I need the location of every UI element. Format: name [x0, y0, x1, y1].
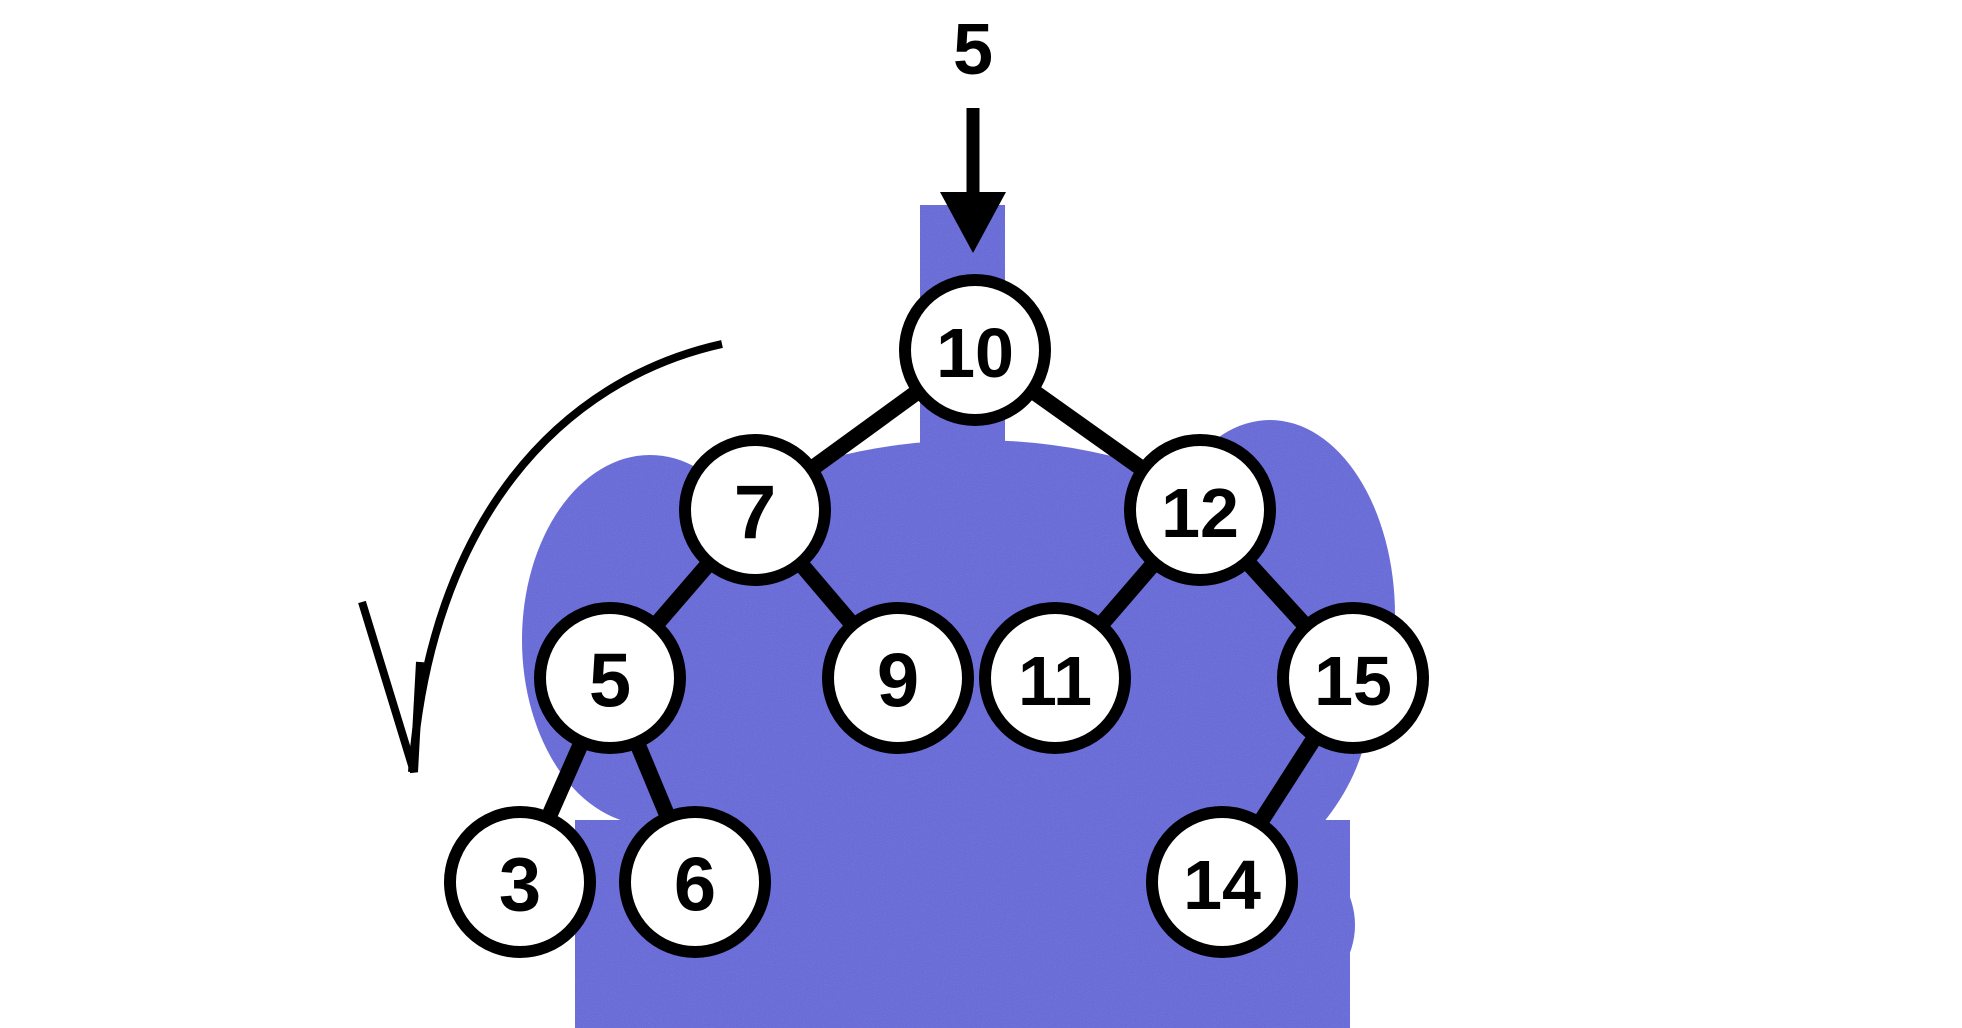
tree-node-label: 3 — [499, 843, 541, 928]
tree-node-label: 6 — [674, 843, 716, 928]
tree-node-circle — [822, 602, 974, 754]
input-value-label: 5 — [953, 10, 993, 90]
tree-nodes: 10 7 12 5 9 11 15 3 6 14 — [444, 274, 1429, 958]
tree-node-circle — [979, 602, 1131, 754]
tree-node-5: 5 — [534, 602, 686, 754]
tree-node-label: 5 — [589, 639, 631, 724]
tree-node-10: 10 — [899, 274, 1051, 426]
insert-arrow: 5 — [940, 10, 1006, 253]
tree-node-circle — [619, 806, 771, 958]
tree-node-circle — [444, 806, 596, 958]
tree-node-label: 12 — [1161, 474, 1239, 552]
tree-node-label: 7 — [734, 471, 776, 556]
tree-node-circle — [534, 602, 686, 754]
tree-node-circle — [679, 434, 831, 586]
tree-node-9: 9 — [822, 602, 974, 754]
tree-node-11: 11 — [979, 602, 1131, 754]
tree-node-14: 14 — [1146, 806, 1298, 958]
tree-node-circle — [899, 274, 1051, 426]
tree-node-3: 3 — [444, 806, 596, 958]
tree-node-label: 15 — [1314, 642, 1392, 720]
tree-node-label: 9 — [877, 639, 919, 724]
tree-node-circle — [1146, 806, 1298, 958]
down-arrow-icon — [940, 192, 1006, 253]
rotation-arrow-icon — [358, 340, 723, 774]
tree-node-label: 10 — [936, 314, 1014, 392]
tree-node-15: 15 — [1277, 602, 1429, 754]
tree-node-12: 12 — [1124, 434, 1276, 586]
tree-node-label: 14 — [1183, 846, 1261, 924]
tree-node-6: 6 — [619, 806, 771, 958]
tree-node-label: 11 — [1018, 642, 1092, 720]
tree-node-circle — [1277, 602, 1429, 754]
tree-node-7: 7 — [679, 434, 831, 586]
tree-node-circle — [1124, 434, 1276, 586]
